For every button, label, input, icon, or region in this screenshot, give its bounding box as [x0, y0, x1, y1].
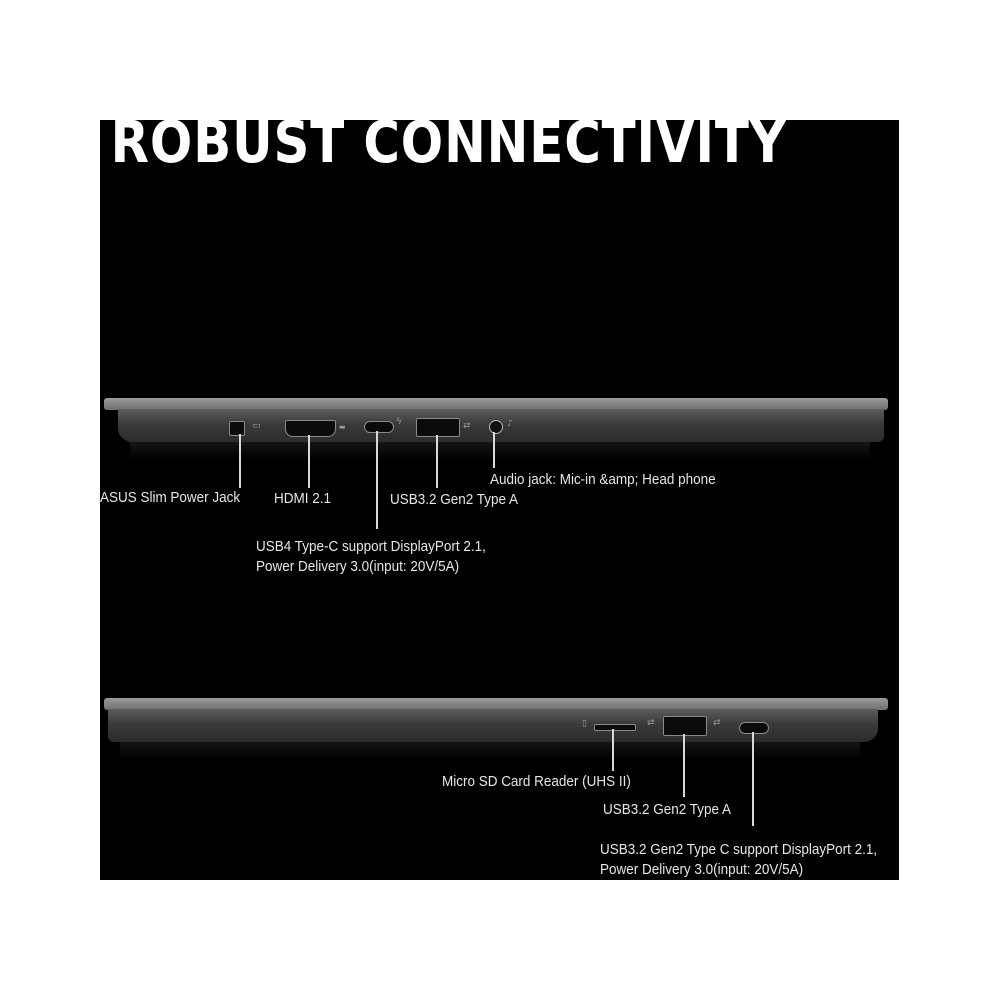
laptop-lid-edge	[104, 398, 888, 410]
hdmi-logo-icon: ▬	[339, 423, 346, 431]
usb-symbol-icon-2: ⇄	[463, 421, 471, 431]
sd-icon: ▯	[582, 719, 587, 729]
power-icon: ▭	[252, 421, 261, 431]
leader-line-power	[239, 434, 241, 488]
label-usbc-left-line1: USB4 Type-C support DisplayPort 2.1,	[256, 539, 486, 555]
power-jack-port	[229, 421, 245, 436]
leader-line-usba-2	[683, 734, 685, 797]
label-usba-right: USB3.2 Gen2 Type A	[603, 802, 731, 818]
headline: ROBUST CONNECTIVITY	[110, 108, 787, 176]
hdmi-port	[285, 420, 336, 437]
usb-symbol-icon-3: ⇄	[647, 718, 655, 728]
label-hdmi: HDMI 2.1	[274, 491, 331, 507]
audio-jack-port	[489, 420, 503, 434]
label-sd-reader: Micro SD Card Reader (UHS II)	[442, 774, 631, 790]
leader-line-usba	[436, 435, 438, 488]
usbc-port-2	[739, 722, 769, 734]
leader-line-usbc	[376, 431, 378, 529]
laptop-underside	[130, 442, 870, 460]
usba-port	[416, 418, 460, 437]
usba-port-2	[663, 716, 707, 736]
label-power-jack: ASUS Slim Power Jack	[100, 490, 241, 506]
leader-line-hdmi	[308, 435, 310, 488]
leader-line-sd	[612, 729, 614, 771]
label-usbc-right-line2: Power Delivery 3.0(input: 20V/5A)	[600, 862, 804, 878]
label-usba-left: USB3.2 Gen2 Type A	[390, 492, 518, 508]
usb-symbol-icon: ϟ	[396, 417, 402, 427]
leader-line-audio	[493, 432, 495, 468]
usbc-port	[364, 421, 394, 433]
laptop-underside-2	[120, 742, 860, 760]
laptop-lid-edge-2	[104, 698, 888, 710]
label-audio-jack: Audio jack: Mic-in &amp; Head phone	[490, 472, 716, 488]
usb-symbol-icon-4: ⇄	[713, 718, 721, 728]
label-usbc-left-line2: Power Delivery 3.0(input: 20V/5A)	[256, 559, 460, 575]
sd-card-slot	[594, 724, 636, 731]
label-usbc-right-line1: USB3.2 Gen2 Type C support DisplayPort 2…	[600, 842, 878, 858]
headphone-icon: ♪	[507, 419, 513, 429]
leader-line-usbc-2	[752, 732, 754, 826]
